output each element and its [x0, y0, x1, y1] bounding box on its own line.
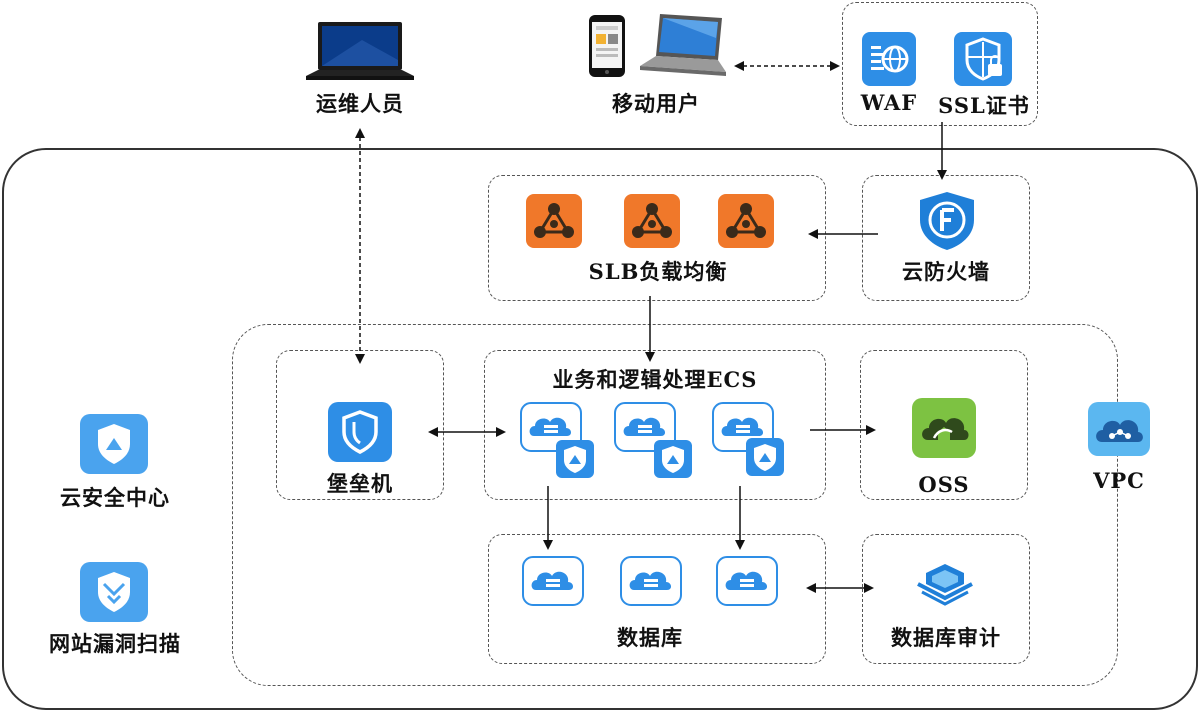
- bastion-shield-icon: [328, 402, 392, 462]
- load-balancer-icon: [718, 194, 774, 248]
- slb-label: SLB负载均衡: [588, 259, 728, 284]
- bastion-label: 堡垒机: [327, 471, 393, 496]
- mobile-label: 移动用户: [612, 91, 700, 116]
- ssl-label: SSL证书: [938, 93, 1030, 118]
- database-icon: [620, 556, 682, 606]
- database-icon: [716, 556, 778, 606]
- ssl-certificate-icon: [954, 32, 1012, 86]
- oss-label: OSS: [918, 472, 970, 497]
- vuln-scan-label: 网站漏洞扫描: [49, 631, 181, 656]
- ecs-group: [484, 350, 826, 500]
- security-center-icon: [80, 414, 148, 474]
- laptop-icon: [640, 14, 726, 76]
- slb-group: [488, 175, 826, 301]
- security-agent-icon: [746, 438, 784, 476]
- vpc-frame: [232, 324, 1118, 686]
- ecs-server-icon: [520, 402, 582, 452]
- db-audit-group: [862, 534, 1030, 664]
- database-group: [488, 534, 826, 664]
- cloud-region-frame: [2, 148, 1198, 710]
- waf-label: WAF: [860, 90, 918, 115]
- ecs-label: 业务和逻辑处理ECS: [552, 367, 758, 392]
- load-balancer-icon: [624, 194, 680, 248]
- load-balancer-icon: [526, 194, 582, 248]
- security-center-label: 云安全中心: [60, 485, 170, 510]
- security-agent-icon: [654, 440, 692, 478]
- oss-group: [860, 350, 1028, 500]
- database-label: 数据库: [617, 625, 683, 650]
- waf-icon: [862, 32, 916, 86]
- waf-ssl-group: [842, 2, 1038, 126]
- security-agent-icon: [556, 440, 594, 478]
- phone-icon: [589, 15, 625, 77]
- database-icon: [522, 556, 584, 606]
- vulnerability-scan-icon: [80, 562, 148, 622]
- firewall-icon: [920, 192, 974, 250]
- ops-label: 运维人员: [316, 91, 404, 116]
- db-audit-icon: [917, 564, 973, 606]
- vpc-label: VPC: [1093, 468, 1145, 493]
- laptop-icon: [306, 22, 414, 80]
- ecs-server-icon: [614, 402, 676, 452]
- db-audit-label: 数据库审计: [891, 625, 1001, 650]
- oss-storage-icon: [912, 398, 976, 458]
- firewall-label: 云防火墙: [902, 259, 990, 284]
- vpc-cloud-icon: [1088, 402, 1150, 456]
